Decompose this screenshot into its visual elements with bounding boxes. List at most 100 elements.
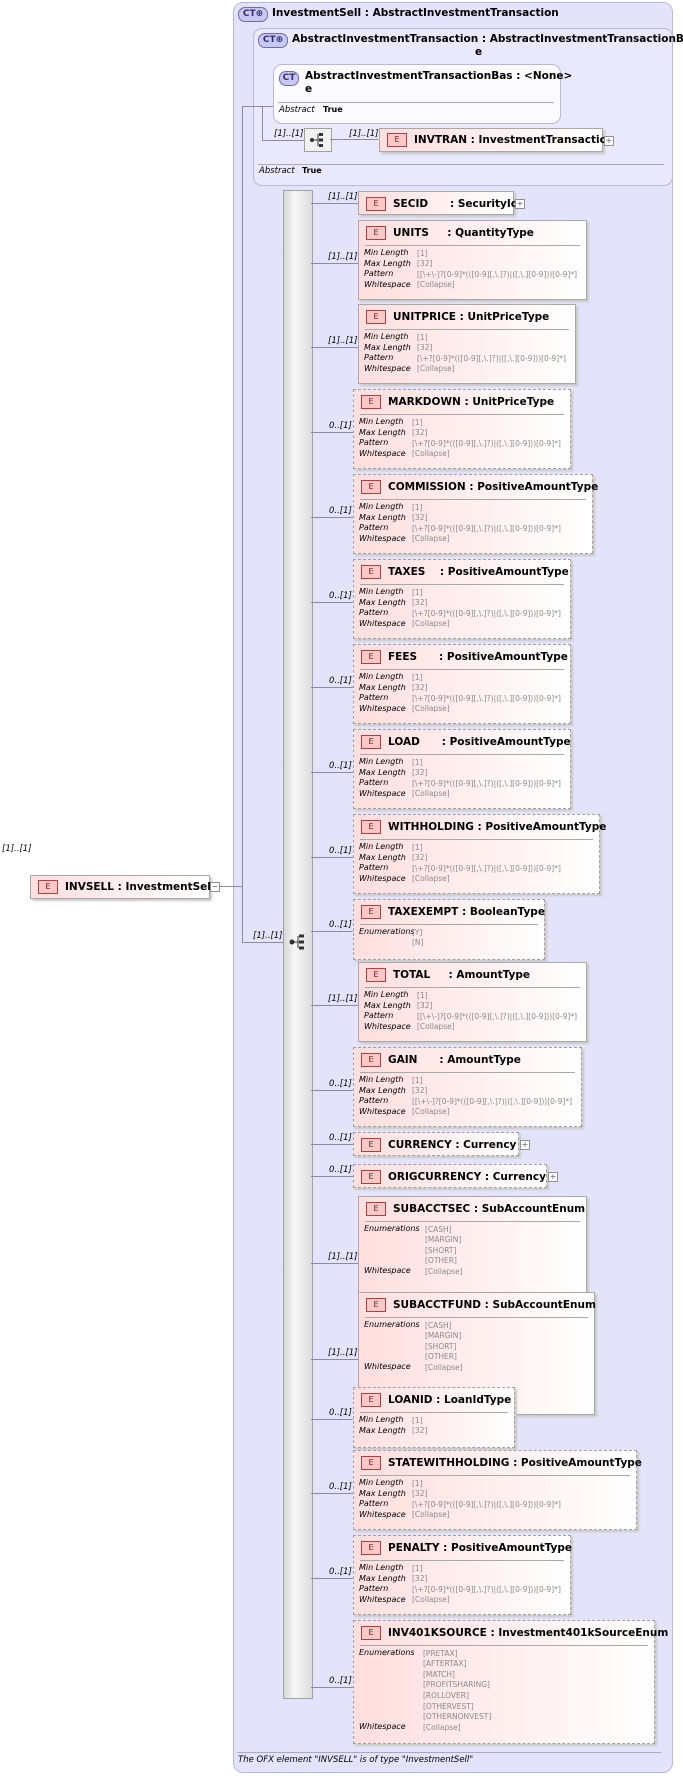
facet-label: Enumerations [359,927,415,936]
facet-label: Whitespace [364,363,411,373]
facet-label: Pattern [359,778,389,788]
facet-value: [Collapse] [417,364,455,374]
facet-value: [CASH] [425,1224,452,1234]
root-element-invsell[interactable]: E INVSELL : InvestmentSell [30,875,215,899]
facet-label: Whitespace [359,873,406,883]
element-divider [360,1412,508,1413]
element-name: FEES : PositiveAmountType [388,651,568,663]
facet-value: [1] [412,502,423,512]
facet-label: Min Length [364,990,409,999]
element-icon: E [361,1541,381,1555]
element-icon: E [361,820,381,834]
facet-label: Max Length [359,427,406,437]
facet-value: [\+?[0-9]*(([0-9][,\.]?)|([,\.][0-9]))[0… [412,863,561,873]
facet-label: Pattern [359,693,389,703]
complex-type-title-wrap: e [475,46,483,58]
facet-value: [32] [417,343,433,353]
element-icon: E [361,1393,381,1407]
facet-value: [1] [412,842,423,852]
facet-value: [SHORT] [425,1341,457,1351]
facet-value: [N] [412,938,424,948]
element-icon: E [361,1170,381,1184]
element-icon: E [361,565,381,579]
element-divider [365,987,580,988]
facet-label: Min Length [359,1478,404,1487]
facet-label: Whitespace [359,703,406,713]
element-cardinality: 0..[1] [329,591,352,601]
element-cardinality: 0..[1] [329,1079,352,1089]
facet-label: Min Length [364,332,409,341]
element-icon: E [361,1626,381,1640]
element-name: PENALTY : PositiveAmountType [388,1542,573,1554]
element-name: UNITS : QuantityType [393,227,534,239]
facet-value: [SHORT] [425,1245,457,1255]
element-divider [360,924,538,925]
element-icon: E [366,1202,386,1216]
element-name: LOANID : LoanIdType [388,1394,512,1406]
facet-value: [1] [417,248,428,258]
facet-value: [32] [412,428,428,438]
facet-label: Max Length [359,1488,406,1498]
complex-type-title: InvestmentSell : AbstractInvestmentTrans… [272,7,559,19]
abstract-label: Abstract [259,166,295,176]
facet-value: [32] [412,1086,428,1096]
facet-value: [1] [417,332,428,342]
element-cardinality: 0..[1] [329,761,352,771]
facet-value: [MATCH] [423,1669,455,1679]
complex-type-icon: CT⊕ [258,33,288,48]
element-name: MARKDOWN : UnitPriceType [388,396,555,408]
expand-toggle[interactable]: + [520,1140,530,1150]
facet-value: [[\+\-]?[0-9]*(([0-9][,\.]?)|([,\.][0-9]… [412,1096,572,1106]
facet-value: [\+?[0-9]*(([0-9][,\.]?)|([,\.][0-9]))[0… [417,353,566,363]
expand-toggle[interactable]: + [548,1172,558,1182]
facet-value: [Y] [412,927,423,937]
sequence-icon [304,128,332,152]
expand-toggle[interactable]: + [515,199,525,209]
element-cardinality: 0..[1] [329,421,352,431]
collapse-toggle[interactable]: − [210,882,220,892]
facet-value: [OTHER] [425,1352,457,1362]
facet-value: [1] [412,757,423,767]
element-divider [360,584,564,585]
expand-toggle[interactable]: + [604,136,614,146]
complex-type-base [273,64,561,124]
facet-label: Max Length [364,258,411,268]
facet-label: Max Length [359,852,406,862]
facet-value: [\+?[0-9]*(([0-9][,\.]?)|([,\.][0-9]))[0… [412,778,561,788]
facet-value: [Collapse] [412,789,450,799]
divider [258,164,664,165]
footer-caption: The OFX element "INVSELL" is of type "In… [238,1755,474,1765]
facet-value: [Collapse] [412,704,450,714]
facet-value: [CASH] [425,1320,452,1330]
facet-value: [1] [412,587,423,597]
facet-value: [Collapse] [412,619,450,629]
facet-label: Whitespace [359,1722,406,1732]
facet-label: Max Length [359,682,406,692]
